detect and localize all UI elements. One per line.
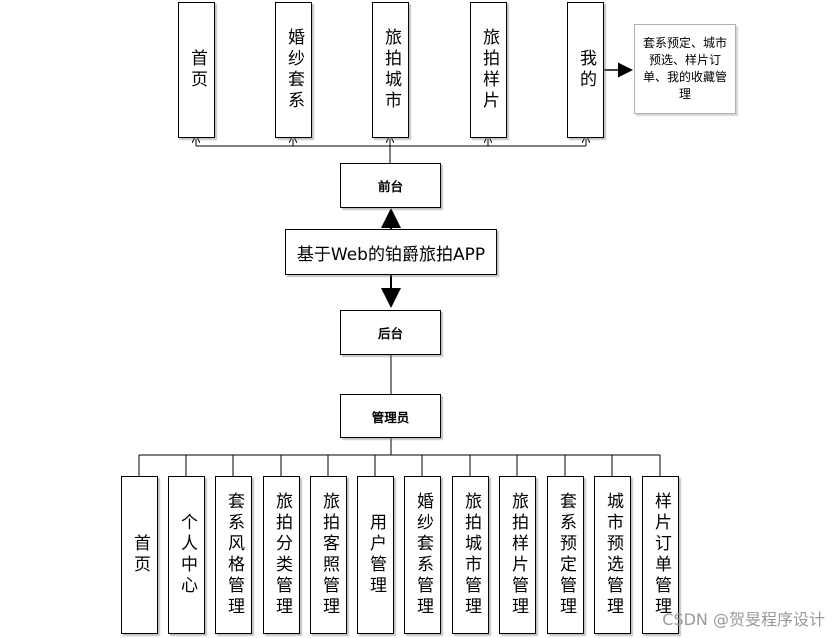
frontend-item-label: 我的 bbox=[576, 49, 596, 91]
backend-item-label: 城市预选管理 bbox=[603, 492, 623, 618]
frontend-node-label: 前台 bbox=[377, 179, 403, 194]
backend-item-wedding-packages: 婚纱套系管理 bbox=[404, 476, 441, 634]
backend-item-label: 旅拍分类管理 bbox=[272, 492, 292, 618]
admin-node-label: 管理员 bbox=[371, 409, 410, 425]
frontend-item-mine: 我的 bbox=[567, 2, 604, 138]
backend-item-sample-orders: 样片订单管理 bbox=[642, 476, 679, 634]
watermark: CSDN @贺旻程序设计 bbox=[662, 610, 825, 629]
backend-item-label: 用户管理 bbox=[366, 513, 386, 597]
backend-item-travel-samples: 旅拍样片管理 bbox=[499, 476, 536, 634]
backend-item-travel-cities: 旅拍城市管理 bbox=[452, 476, 489, 634]
frontend-item-travel-samples: 旅拍样片 bbox=[470, 2, 507, 138]
backend-item-city-preselect: 城市预选管理 bbox=[594, 476, 631, 634]
frontend-node: 前台 bbox=[340, 163, 441, 208]
backend-item-users: 用户管理 bbox=[357, 476, 394, 634]
backend-node: 后台 bbox=[340, 310, 441, 355]
backend-item-home: 首页 bbox=[121, 476, 158, 634]
backend-item-personal-center: 个人中心 bbox=[168, 476, 205, 634]
frontend-item-label: 旅拍城市 bbox=[381, 28, 401, 112]
backend-item-package-style: 套系风格管理 bbox=[215, 476, 252, 634]
backend-item-label: 旅拍城市管理 bbox=[461, 492, 481, 618]
frontend-item-home: 首页 bbox=[178, 2, 215, 138]
backend-item-label: 个人中心 bbox=[177, 513, 197, 597]
frontend-item-label: 婚纱套系 bbox=[284, 28, 304, 112]
backend-item-label: 样片订单管理 bbox=[651, 492, 671, 618]
backend-item-label: 套系预定管理 bbox=[556, 492, 576, 618]
frontend-item-travel-cities: 旅拍城市 bbox=[372, 2, 409, 138]
backend-item-travel-category: 旅拍分类管理 bbox=[263, 476, 300, 634]
backend-item-label: 首页 bbox=[130, 534, 150, 576]
system-title-node: 基于Web的铂爵旅拍APP bbox=[285, 229, 497, 275]
system-title: 基于Web的铂爵旅拍APP bbox=[296, 244, 486, 265]
backend-item-label: 婚纱套系管理 bbox=[413, 492, 433, 618]
frontend-item-label: 旅拍样片 bbox=[479, 28, 499, 112]
backend-item-label: 套系风格管理 bbox=[224, 492, 244, 618]
frontend-mine-note-text: 套系预定、城市预选、样片订单、我的收藏管理 bbox=[642, 36, 727, 101]
backend-item-travel-photos: 旅拍客照管理 bbox=[310, 476, 347, 634]
backend-item-package-booking: 套系预定管理 bbox=[547, 476, 584, 634]
backend-item-label: 旅拍样片管理 bbox=[508, 492, 528, 618]
frontend-item-wedding-packages: 婚纱套系 bbox=[275, 2, 312, 138]
backend-item-label: 旅拍客照管理 bbox=[319, 492, 339, 618]
frontend-item-label: 首页 bbox=[187, 49, 207, 91]
admin-node: 管理员 bbox=[340, 394, 441, 438]
frontend-mine-note: 套系预定、城市预选、样片订单、我的收藏管理 bbox=[634, 24, 736, 114]
backend-node-label: 后台 bbox=[377, 326, 403, 341]
